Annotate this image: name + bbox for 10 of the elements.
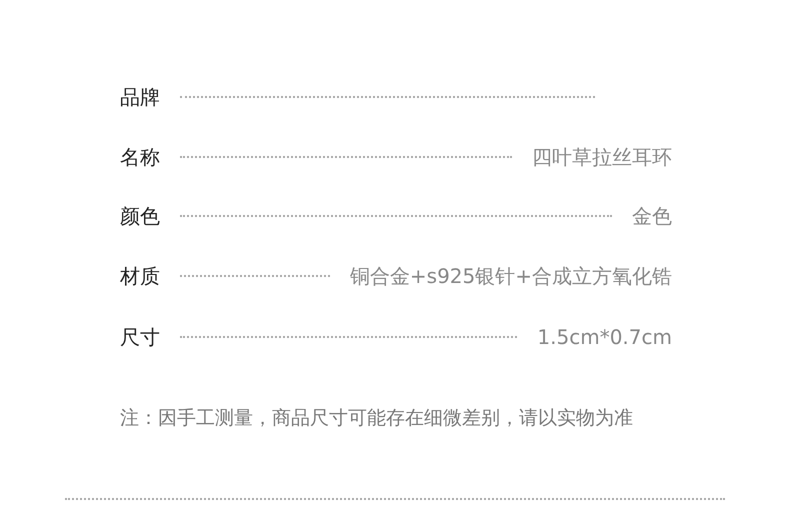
field-value: 四叶草拉丝耳环	[532, 144, 672, 170]
field-value: 金色	[632, 202, 672, 230]
field-label: 尺寸	[120, 324, 160, 350]
field-value: 铜合金+s925银针+合成立方氧化锆	[350, 262, 672, 290]
field-label: 名称	[120, 144, 160, 170]
field-label: 材质	[120, 262, 160, 290]
note-text: 注：因手工测量，商品尺寸可能存在细微差别，请以实物为准	[120, 406, 633, 431]
field-value: 1.5cm*0.7cm	[537, 325, 672, 349]
field-label: 品牌	[120, 84, 160, 110]
field-label: 颜色	[120, 202, 160, 230]
